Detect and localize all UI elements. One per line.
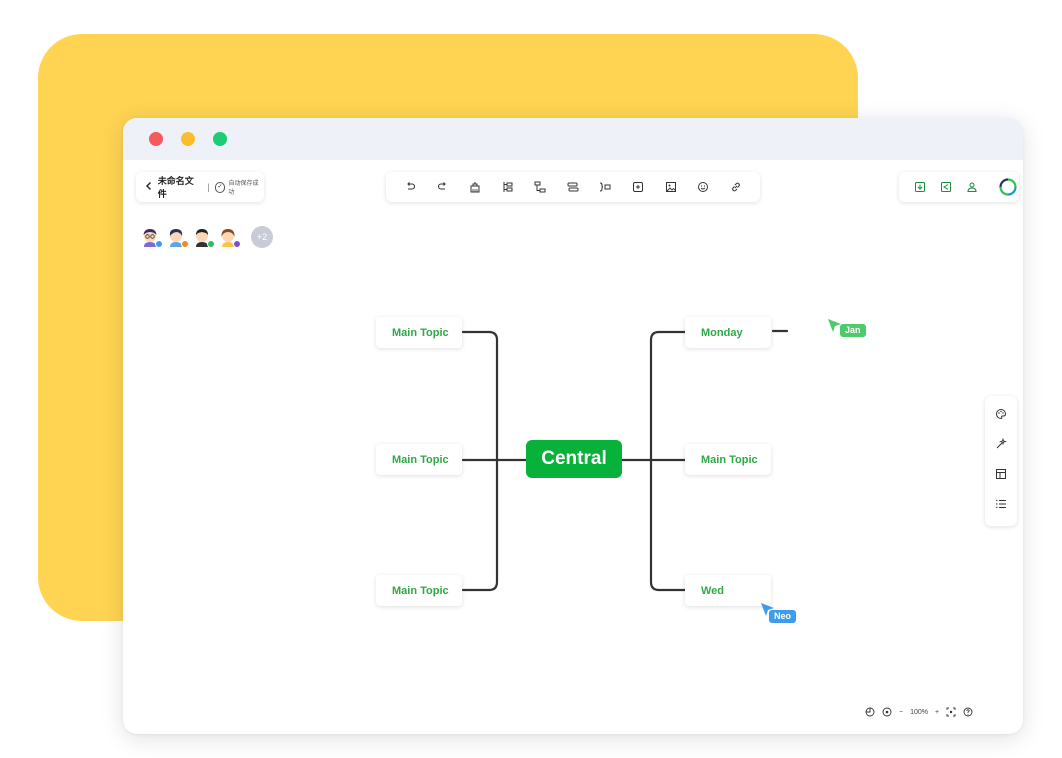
summary-icon[interactable] <box>595 177 615 197</box>
zoom-bar: − 100% + <box>865 704 973 720</box>
more-collaborators-badge[interactable]: +2 <box>251 226 273 248</box>
cursor-pointer-icon <box>828 319 841 332</box>
right-toolbar <box>899 172 1019 202</box>
mouse-mode-icon[interactable] <box>865 705 875 719</box>
check-circle-icon: ✓ <box>214 181 226 193</box>
collaborators-icon[interactable] <box>961 177 983 197</box>
image-icon[interactable] <box>661 177 681 197</box>
mindmap-connectors <box>461 329 789 592</box>
topic-node[interactable]: Main Topic <box>376 317 462 348</box>
insert-subtopic-icon[interactable] <box>530 177 550 197</box>
topic-node-monday[interactable]: Monday <box>685 317 771 348</box>
side-toolbar <box>985 396 1017 526</box>
fit-screen-icon[interactable] <box>946 705 956 719</box>
magic-style-icon[interactable] <box>991 434 1011 454</box>
topic-node[interactable]: Main Topic <box>685 444 771 475</box>
avatar[interactable] <box>217 226 241 248</box>
link-icon[interactable] <box>726 177 746 197</box>
file-panel: 未命名文件 | ✓ 自动保存成功 <box>136 172 264 202</box>
zoom-level[interactable]: 100% <box>910 708 928 716</box>
zoom-in-button[interactable]: + <box>935 708 940 716</box>
main-toolbar <box>386 172 760 202</box>
layout-icon[interactable] <box>991 464 1011 484</box>
topic-node[interactable]: Main Topic <box>376 444 462 475</box>
status-dot <box>155 240 163 248</box>
status-dot <box>207 240 215 248</box>
zoom-out-button[interactable]: − <box>899 708 904 716</box>
status-dot <box>233 240 241 248</box>
avatar[interactable] <box>165 226 189 248</box>
relationship-icon[interactable] <box>563 177 583 197</box>
share-icon[interactable] <box>935 177 957 197</box>
title-bar <box>123 118 1023 160</box>
palette-icon[interactable] <box>991 404 1011 424</box>
cursor-label-neo: Neo <box>769 610 797 623</box>
central-topic[interactable]: Central <box>526 440 622 478</box>
app-window: 未命名文件 | ✓ 自动保存成功 <box>123 118 1023 734</box>
separator: | <box>207 182 210 192</box>
boundary-icon[interactable] <box>628 177 648 197</box>
status-dot <box>181 240 189 248</box>
undo-icon[interactable] <box>400 177 420 197</box>
avatar[interactable] <box>139 226 163 248</box>
avatar[interactable] <box>191 226 215 248</box>
redo-icon[interactable] <box>433 177 453 197</box>
format-painter-icon[interactable] <box>465 177 485 197</box>
cursor-label-jan: Jan <box>840 324 866 337</box>
save-status: 自动保存成功 <box>228 181 259 196</box>
maximize-window-button[interactable] <box>213 132 227 146</box>
logo-icon <box>997 177 1019 197</box>
insert-topic-icon[interactable] <box>498 177 518 197</box>
file-name[interactable]: 未命名文件 <box>157 176 194 199</box>
minimize-window-button[interactable] <box>181 132 195 146</box>
topic-node-wed[interactable]: Wed <box>685 575 771 606</box>
outline-list-icon[interactable] <box>991 494 1011 514</box>
chevron-left-icon[interactable] <box>140 181 158 194</box>
help-icon[interactable] <box>963 705 973 719</box>
export-icon[interactable] <box>909 177 931 197</box>
locate-icon[interactable] <box>882 705 892 719</box>
cursor-pointer-icon <box>761 603 774 616</box>
topic-node[interactable]: Main Topic <box>376 575 462 606</box>
close-window-button[interactable] <box>149 132 163 146</box>
emoji-icon[interactable] <box>693 177 713 197</box>
